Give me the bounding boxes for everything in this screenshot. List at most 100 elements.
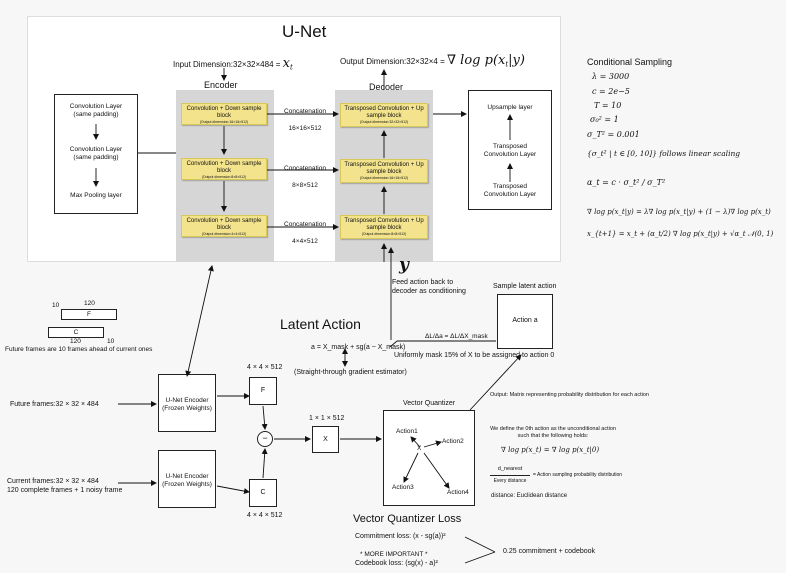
f-box-label: F — [260, 387, 266, 394]
concat-1-dim: 16×16×512 — [288, 125, 322, 132]
unet-encoder-top-line1: U-Net Encoder — [165, 397, 209, 404]
vq-box — [383, 410, 475, 506]
upsample-layer: Upsample layer — [487, 104, 533, 111]
max-pooling-layer: Max Pooling layer — [70, 192, 122, 199]
unet-encoder-bottom: U-Net Encoder (Frozen Weights) — [158, 450, 216, 508]
legend-10a: 10 — [52, 302, 60, 309]
vq-def-line1: We define the 0th action as the uncondit… — [490, 426, 616, 432]
input-dimension-text: Input Dimension:32×32×484 = — [173, 60, 283, 69]
commitment-loss: Commitment loss: (x - sg(a))² — [355, 533, 446, 540]
conv-layer-1: Convolution Layer (same padding) — [55, 103, 137, 119]
encoder-block-3-label: Convolution + Down sample block — [186, 218, 262, 231]
action-a-box: Action a — [497, 294, 553, 349]
vq-distance: distance: Euclidean distance — [491, 493, 568, 499]
legend-f-bar: F — [61, 309, 117, 320]
codebook-loss: Codebook loss: (sg(x) - a)² — [355, 560, 438, 567]
decoder-block-3-label: Transposed Convolution + Up sample block — [344, 218, 424, 231]
c-dim: 4 × 4 × 512 — [247, 512, 283, 519]
vq-definition: We define the 0th action as the uncondit… — [478, 426, 628, 440]
input-dimension: Input Dimension:32×32×484 = xt — [173, 56, 293, 72]
conv-layer-line2: (same padding) — [73, 111, 119, 118]
legend-120a: 120 — [84, 300, 95, 307]
vq-def-line2: such that the following holds: — [517, 433, 589, 439]
legend-f-label: F — [87, 311, 91, 318]
cs-lambda: λ = 3000 — [592, 72, 630, 81]
decoder-block-2: Transposed Convolution + Up sample block… — [340, 159, 428, 183]
cs-grad: ∇ log p(x_t|y) = λ∇ log p(x_t|y) + (1 − … — [587, 208, 771, 216]
input-math: x — [282, 56, 290, 71]
unet-encoder-bottom-label: U-Net Encoder (Frozen Weights) — [159, 473, 215, 489]
decoder-block-1: Transposed Convolution + Up sample block… — [340, 103, 428, 127]
vq-frac-note: = Action sampling probability distributi… — [533, 472, 623, 478]
vq-action4: Action4 — [447, 489, 469, 496]
concat-1-label: Concatenation — [284, 108, 326, 115]
concat-1: Concatenation 16×16×512 — [276, 103, 334, 137]
legend-c-label: C — [73, 329, 79, 336]
upsample-line4: Transposed — [492, 183, 528, 190]
conv-layer-line3: Convolution Layer — [69, 146, 123, 153]
encoder-block-3: Convolution + Down sample block (Output … — [181, 215, 267, 237]
cs-update: x_{t+1} = x_t + (α_t/2) ∇ log p(x_t|y) +… — [587, 230, 774, 238]
decoder-block-3: Transposed Convolution + Up sample block… — [340, 215, 428, 239]
minus-node: − — [257, 431, 273, 447]
x-box-label: X — [323, 436, 328, 443]
unet-encoder-top-line2: (Frozen Weights) — [162, 405, 212, 412]
vq-title: Vector Quantizer — [403, 400, 456, 407]
upsample-box: Upsample layer Transposed Convolution La… — [468, 90, 552, 210]
latent-formula: a = X_mask + sg(a − X_mask) — [311, 344, 406, 351]
concat-3: Concatenation 4×4×512 — [276, 216, 334, 250]
transposed-conv-1: Transposed Convolution Layer — [469, 143, 551, 159]
cs-c: c = 2e−5 — [592, 87, 630, 96]
unet-encoder-bottom-line2: (Frozen Weights) — [162, 481, 212, 488]
conv-layer-2: Convolution Layer (same padding) — [55, 146, 137, 162]
legend-10b: 10 — [107, 338, 115, 345]
encoder-block-2-label: Convolution + Down sample block — [186, 161, 262, 174]
vq-frac-line — [490, 475, 530, 476]
feed-back-line1: Feed action back to — [392, 279, 454, 286]
output-dimension: Output Dimension:32×32×4 = ∇ log p(xt|y) — [340, 53, 525, 69]
concat-2: Concatenation 8×8×512 — [276, 160, 334, 194]
encoder-block-1-label: Convolution + Down sample block — [186, 106, 262, 119]
decoder-block-2-sub: (Output dimension:16×16×512) — [359, 176, 409, 180]
cs-schedule: {σ_t² | t ∈ [0, 10]} follows linear scal… — [587, 149, 741, 158]
decoder-block-1-sub: (Output dimension:32×32×512) — [359, 120, 409, 124]
encoder-block-2: Convolution + Down sample block (Output … — [181, 158, 267, 180]
upsample-line3: Convolution Layer — [483, 151, 537, 158]
vq-loss-title: Vector Quantizer Loss — [353, 513, 462, 525]
input-math-sub: t — [289, 63, 293, 72]
encoder-block-1: Convolution + Down sample block (Output … — [181, 103, 267, 125]
current-frames-label: Current frames:32 × 32 × 484 120 complet… — [7, 477, 122, 495]
f-box: F — [249, 377, 277, 405]
current-frames-line2: 120 complete frames + 1 noisy frame — [7, 487, 123, 494]
concat-2-label: Concatenation — [284, 221, 326, 228]
legend-c-bar: C — [48, 327, 104, 338]
concat-2-dim: 8×8×512 — [292, 182, 318, 189]
conv-layer-line1: Convolution Layer — [69, 103, 123, 110]
total-loss: 0.25 commitment + codebook — [503, 548, 596, 555]
conditional-sampling-title: Conditional Sampling — [587, 57, 673, 67]
unet-title: U-Net — [282, 22, 327, 41]
transposed-conv-2: Transposed Convolution Layer — [469, 183, 551, 199]
legend-note: Future frames are 10 frames ahead of cur… — [5, 346, 153, 353]
encoder-block-2-sub: (Output dimension:8×8×512) — [201, 175, 247, 179]
c-box: C — [249, 479, 277, 507]
latent-mask-note: Uniformly mask 15% of X to be assigned t… — [394, 352, 555, 359]
minus-symbol: − — [262, 433, 268, 443]
cs-sigma0: σ₀² = 1 — [590, 115, 619, 124]
decoder-block-2-label: Transposed Convolution + Up sample block — [344, 162, 424, 175]
vq-frac-num: d_nearest — [497, 466, 523, 472]
output-math: ∇ log p(x — [446, 53, 506, 68]
latent-action-title: Latent Action — [280, 316, 361, 332]
unet-encoder-top-label: U-Net Encoder (Frozen Weights) — [159, 397, 215, 413]
cs-alpha: α_t = c · σ_t² / σ_T² — [587, 178, 666, 187]
more-important: * MORE IMPORTANT * — [360, 551, 428, 558]
latent-ste: (Straight-through gradient estimator) — [294, 369, 407, 376]
cs-sigmaT: σ_T² = 0.001 — [587, 130, 640, 139]
feed-back-line2: decoder as conditioning — [392, 288, 466, 295]
upsample-line5: Convolution Layer — [483, 191, 537, 198]
latent-grad-frac: ΔL/Δa = ΔL/ΔX_mask — [425, 333, 488, 340]
concat-2-label: Concatenation — [284, 165, 326, 172]
x-box: X — [312, 426, 339, 453]
upsample-line2: Transposed — [492, 143, 528, 150]
output-math-end: |y) — [508, 53, 525, 68]
